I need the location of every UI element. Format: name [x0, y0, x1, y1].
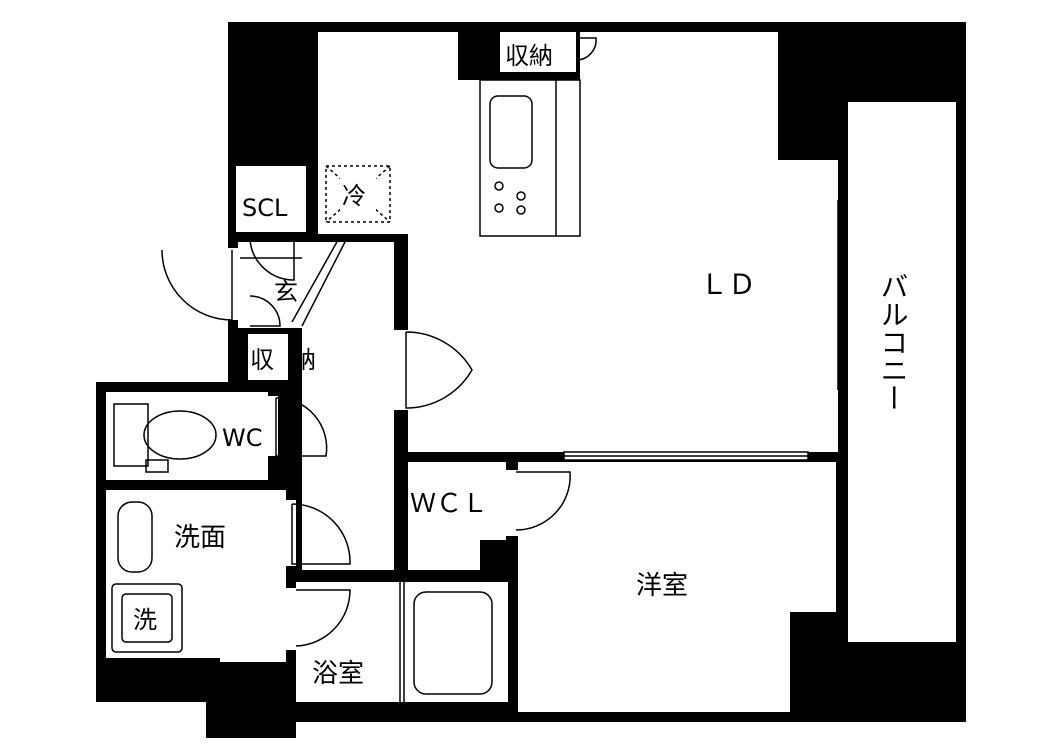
entrance-door-icon[interactable]: [161, 249, 233, 321]
washroom-door-icon[interactable]: [291, 503, 351, 565]
washroom-floor: [106, 490, 286, 658]
entrance-step: [238, 239, 347, 327]
ld-floor: [318, 32, 838, 452]
interior-wall-blocks: [480, 540, 506, 572]
wc-label: WC: [222, 424, 263, 452]
room-labels: ＬＤ バルコニー 収納 冷 SCL 玄 収 納 WC ＷＣＬ 洗面 洗 浴室 洋…: [133, 42, 910, 689]
ld-door-icon[interactable]: [405, 331, 473, 409]
ld-label: ＬＤ: [700, 268, 756, 301]
bathroom-label: 浴室: [312, 659, 364, 689]
entrance-label: 玄: [274, 278, 298, 306]
western-room-label: 洋室: [636, 571, 688, 601]
washer-label: 洗: [133, 606, 157, 634]
windows: [837, 102, 961, 642]
kitchen-counter: [479, 79, 581, 237]
fridge-space: [325, 165, 391, 223]
corridor-floor: [302, 242, 394, 570]
storage-top-door-icon[interactable]: [575, 37, 597, 61]
storage-left-label-a: 収: [250, 346, 274, 374]
storage-left-label-b: 納: [292, 346, 316, 374]
doors: [161, 239, 571, 650]
bathroom-door-icon[interactable]: [295, 589, 351, 647]
storage-top: [500, 32, 597, 72]
storage-left-floor: [248, 334, 288, 380]
toilet-icon: [113, 403, 217, 473]
western-room-floor: [518, 462, 836, 712]
fixtures: [111, 403, 493, 702]
wcl-label: ＷＣＬ: [410, 489, 488, 519]
sliding-partition[interactable]: [563, 451, 809, 461]
entrance-floor: [238, 242, 302, 328]
storage-top-label: 収納: [505, 42, 553, 70]
balcony-label: バルコニー: [877, 272, 910, 412]
room-interiors: [106, 32, 956, 712]
wash-basin-icon: [117, 501, 153, 573]
sink-icon: [489, 95, 533, 169]
bathtub-icon: [413, 591, 493, 695]
balcony-floor: [848, 102, 956, 642]
fridge-label: 冷: [342, 182, 366, 210]
scl-floor: [236, 166, 306, 232]
storage-left-door-icon[interactable]: [249, 295, 281, 327]
wc-door-icon[interactable]: [275, 397, 328, 457]
stove-icon: [494, 181, 526, 215]
washing-machine-icon: [111, 583, 183, 653]
wcl-door-icon[interactable]: [515, 471, 571, 531]
scl-label: SCL: [242, 194, 288, 222]
scl-door-icon[interactable]: [249, 239, 295, 281]
bathroom-floor: [296, 582, 508, 702]
washroom-label: 洗面: [174, 523, 226, 553]
